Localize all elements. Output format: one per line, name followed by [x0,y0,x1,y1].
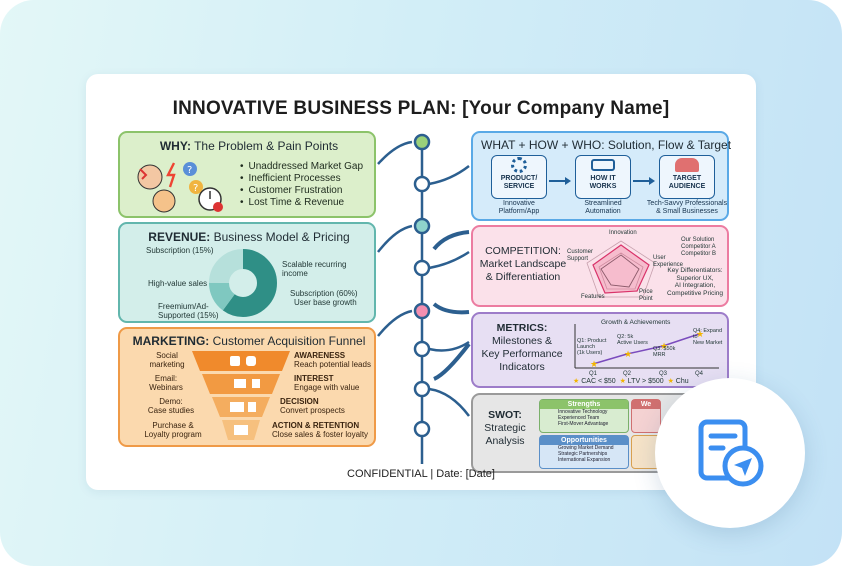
competition-radar [586,240,656,298]
rev-label-highvalue: High-value sales [148,279,208,288]
swot-opportunity-item: Strategic Partnerships [558,451,608,457]
what-item-product-title: PRODUCT/SERVICE [500,175,538,190]
radar-label-top: Innovation [609,230,637,236]
infographic-card: INNOVATIVE BUSINESS PLAN: [Your Company … [86,74,756,490]
revenue-heading: REVENUE: Business Model & Pricing [148,230,350,244]
swot-strength-item: Experienced Team [558,415,600,421]
pain-points-illustration: ? ? [137,162,223,213]
revenue-donut [209,249,277,317]
why-bullets: Unaddressed Market Gap Inefficient Proce… [240,161,364,209]
funnel-row-interest-left: Email:Webinars [149,374,183,392]
spine-node-1 [413,133,431,151]
swot-strength-item: First-Mover Advantage [558,421,609,427]
svg-text:★: ★ [660,342,668,352]
confidential-footer: CONFIDENTIAL | Date: [Date] [347,468,495,480]
metric-quarter-q4: Q4 [695,371,704,377]
swot-opportunities: Opportunities Growing Market Demand Stra… [539,435,629,469]
why-heading: WHY: The Problem & Pain Points [159,139,339,153]
spine-node-2 [413,175,431,193]
metric-kpi-row: ★ CAC < $50 ★ LTV > $500 ★ Chu [573,378,689,385]
competition-box: COMPETITION:Market Landscape& Differenti… [471,225,729,307]
radar-label-bl: Features [581,294,605,300]
rev-label-sub60-2: User base growth [294,298,357,307]
swot-weaknesses: We [631,399,661,433]
competition-differentiators: Key Differentiators:Superior UX,AI Integ… [667,267,723,297]
spine-node-7 [413,380,431,398]
document-send-icon [698,419,764,487]
flow-icon [591,159,615,171]
swot-strengths: Strengths Innovative Technology Experien… [539,399,629,433]
why-bullet: Inefficient Processes [240,173,363,185]
marketing-heading: MARKETING: Customer Acquisition Funnel [132,334,366,348]
why-box: WHY: The Problem & Pain Points ? ? Unadd… [118,131,376,218]
gear-icon [511,157,527,173]
why-bullet: Unaddressed Market Gap [240,161,364,173]
funnel-row-action-left: Purchase &Loyalty program [144,421,202,439]
what-item-target [659,155,715,199]
metric-quarter-q3: Q3 [659,371,668,377]
why-bullet: Customer Frustration [240,185,363,197]
plan-title: INNOVATIVE BUSINESS PLAN: [Your Company … [172,98,670,119]
send-document-button[interactable] [655,378,805,528]
metrics-chart-title: Growth & Achievements [601,319,671,326]
spine-node-6 [413,340,431,358]
what-item-target-sub: Tech-Savvy Professionals& Small Business… [646,200,728,215]
rev-label-sub15: Subscription (15%) [146,246,214,255]
why-bullet: Lost Time & Revenue [240,197,363,209]
swot-opportunity-item: International Expansion [558,457,611,463]
swot-opportunity-item: Growing Market Demand [558,445,614,451]
rev-label-sub60-1: Subscription (60%) [290,289,358,298]
people-icon [675,158,699,172]
what-flow-arrows [549,177,655,185]
svg-text:★: ★ [624,350,632,360]
revenue-box: REVENUE: Business Model & Pricing Subscr… [118,222,376,323]
what-item-how [575,155,631,199]
marketing-box: MARKETING: Customer Acquisition Funnel S… [118,327,376,447]
spine-node-5 [413,302,431,320]
svg-text:★: ★ [696,330,704,340]
metric-quarter-q1: Q1 [589,371,598,377]
spine-node-4 [413,259,431,277]
metric-quarter-q2: Q2 [623,371,632,377]
what-heading: WHAT + HOW + WHO: Solution, Flow & Targe… [481,138,732,152]
spine-node-8 [413,420,431,438]
what-how-who-box: WHAT + HOW + WHO: Solution, Flow & Targe… [471,131,732,221]
svg-text:?: ? [187,165,192,176]
svg-text:★: ★ [590,360,598,370]
spine-node-3 [413,217,431,235]
marketing-funnel [192,351,290,440]
competition-heading: COMPETITION:Market Landscape& Differenti… [479,245,567,283]
metrics-growth-chart: ★ ★ ★ ★ [574,324,719,370]
funnel-row-decision-left: Demo:Case studies [147,397,195,415]
rev-label-scalable: Scalable recurring income [282,260,347,278]
rev-label-freemium-2: Supported (15%) [158,311,219,320]
swot-strength-item: Innovative Technology [558,409,608,415]
svg-text:?: ? [193,183,198,194]
rev-label-freemium-1: Freemium/Ad- [158,302,209,311]
timeline-spine [377,133,471,464]
